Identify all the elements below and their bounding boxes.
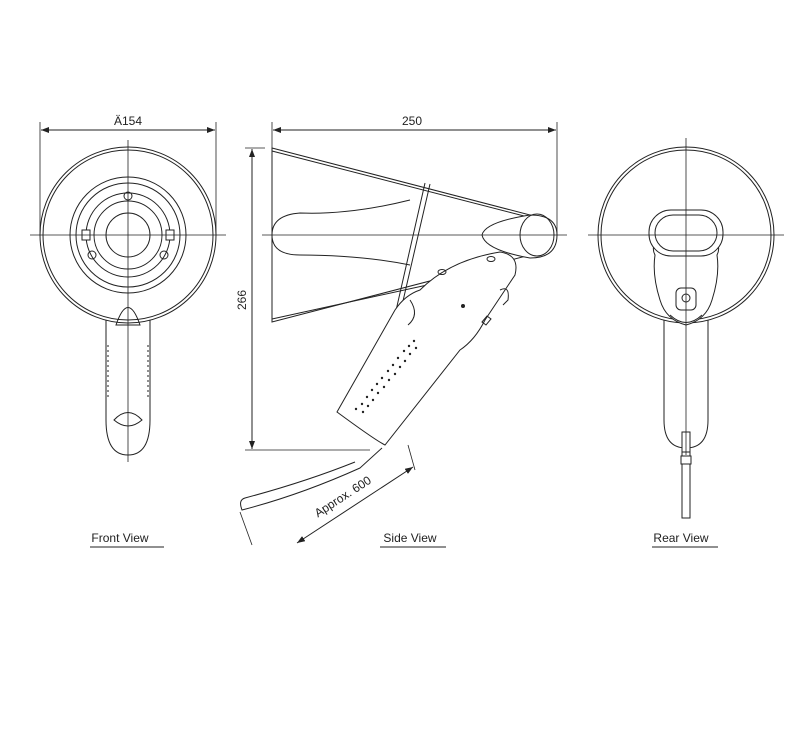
screw-icon — [87, 250, 97, 260]
front-view: Ä154 — [30, 114, 226, 462]
rear-view-label: Rear View — [653, 531, 708, 545]
side-view-label: Side View — [383, 531, 436, 545]
front-view-label: Front View — [91, 531, 148, 545]
height-label: 266 — [235, 290, 249, 310]
side-view: 250 266 — [235, 114, 567, 546]
diameter-label: Ä154 — [114, 114, 142, 128]
handle — [336, 251, 517, 446]
strap-dimension-line — [296, 466, 414, 544]
length-label: 250 — [402, 114, 422, 128]
rear-view — [588, 138, 784, 519]
screw-icon — [159, 250, 169, 260]
grip-dots — [354, 339, 418, 414]
